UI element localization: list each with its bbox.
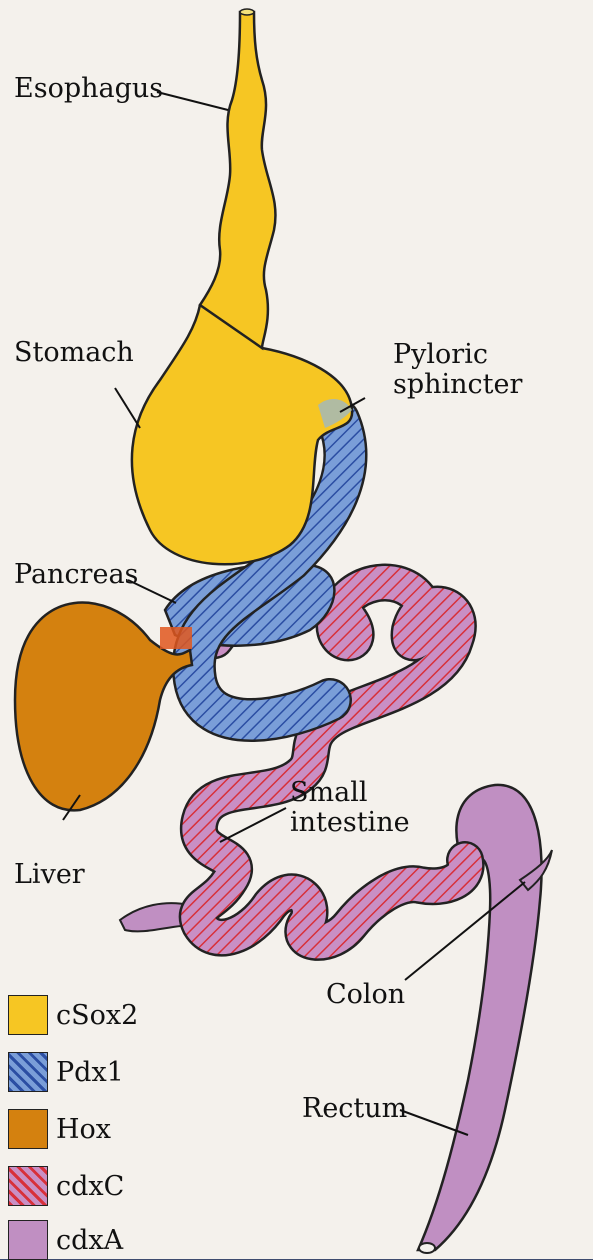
rectum-opening — [419, 1243, 435, 1253]
legend-label-pdx1: Pdx1 — [56, 1057, 124, 1088]
legend-item-cdxa: cdxA — [8, 1220, 123, 1260]
label-pyloric-line2: sphincter — [393, 370, 522, 400]
label-pyloric-line1: Pyloric — [393, 340, 522, 370]
legend-item-hox: Hox — [8, 1109, 111, 1149]
label-small-intestine: Small intestine — [290, 778, 410, 837]
legend-swatch-pdx1 — [8, 1052, 48, 1092]
label-pyloric-sphincter: Pyloric sphincter — [393, 340, 522, 399]
legend-label-cdxc: cdxC — [56, 1171, 124, 1202]
legend-swatch-cdxc — [8, 1166, 48, 1206]
label-small-line2: intestine — [290, 808, 410, 838]
legend-label-cdxa: cdxA — [56, 1225, 123, 1256]
label-small-line1: Small — [290, 778, 410, 808]
label-pancreas: Pancreas — [14, 560, 138, 590]
label-colon: Colon — [326, 980, 405, 1010]
label-stomach: Stomach — [14, 338, 134, 368]
legend-item-csox2: cSox2 — [8, 995, 138, 1035]
label-esophagus: Esophagus — [14, 74, 163, 104]
label-liver: Liver — [14, 860, 85, 890]
legend-item-pdx1: Pdx1 — [8, 1052, 124, 1092]
label-rectum: Rectum — [302, 1094, 407, 1124]
legend-label-csox2: cSox2 — [56, 1000, 138, 1031]
legend-swatch-csox2 — [8, 995, 48, 1035]
legend-item-cdxc: cdxC — [8, 1166, 124, 1206]
legend-swatch-cdxa — [8, 1220, 48, 1260]
legend-swatch-hox — [8, 1109, 48, 1149]
legend-label-hox: Hox — [56, 1114, 111, 1145]
